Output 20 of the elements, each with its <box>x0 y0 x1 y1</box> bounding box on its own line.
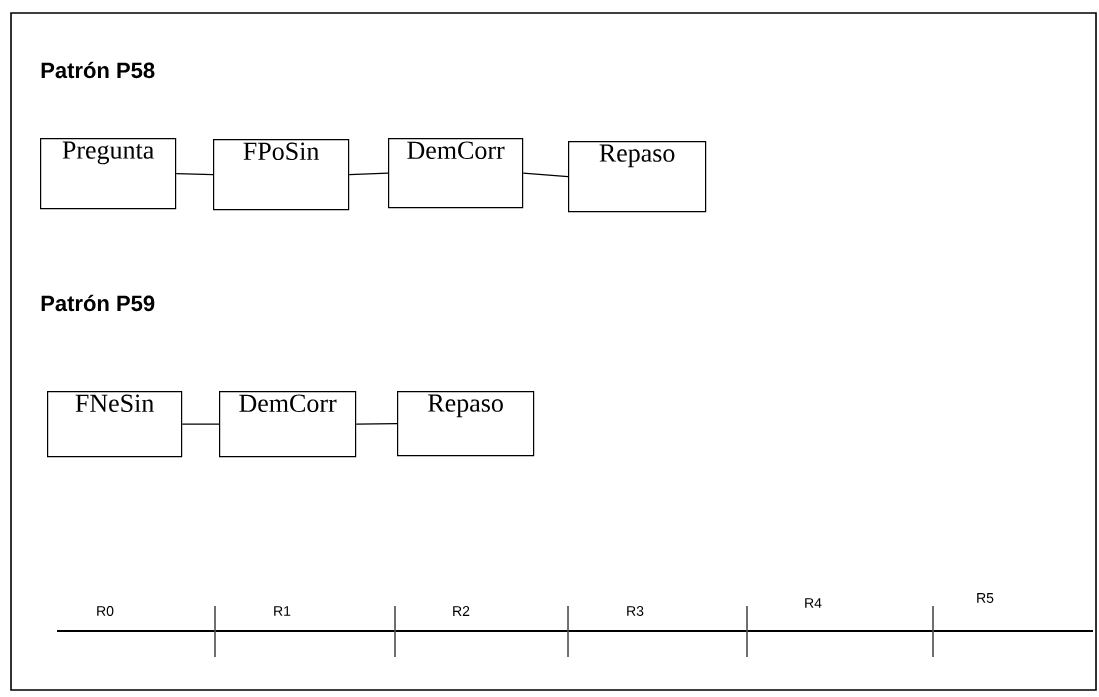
connector-line <box>175 172 214 176</box>
process-box: Repaso <box>397 391 535 457</box>
connector-line <box>522 172 569 178</box>
interval-label: R4 <box>805 598 822 608</box>
process-box: DemCorr <box>388 138 524 209</box>
interval-label: R1 <box>274 606 291 616</box>
process-box: FNeSin <box>47 391 183 458</box>
interval-label: R3 <box>627 606 644 616</box>
process-box: Pregunta <box>40 138 177 210</box>
process-box: DemCorr <box>219 391 357 458</box>
section-heading: Patrón P58 <box>41 61 155 79</box>
section-heading: Patrón P59 <box>41 294 155 312</box>
connector-line <box>181 423 220 425</box>
process-box: Repaso <box>568 141 707 213</box>
connector-line <box>355 422 398 425</box>
interval-label: R0 <box>97 606 114 616</box>
interval-label: R2 <box>453 606 470 616</box>
process-box: FPoSin <box>213 139 350 211</box>
connector-line <box>348 172 389 176</box>
interval-label: R5 <box>977 593 994 603</box>
